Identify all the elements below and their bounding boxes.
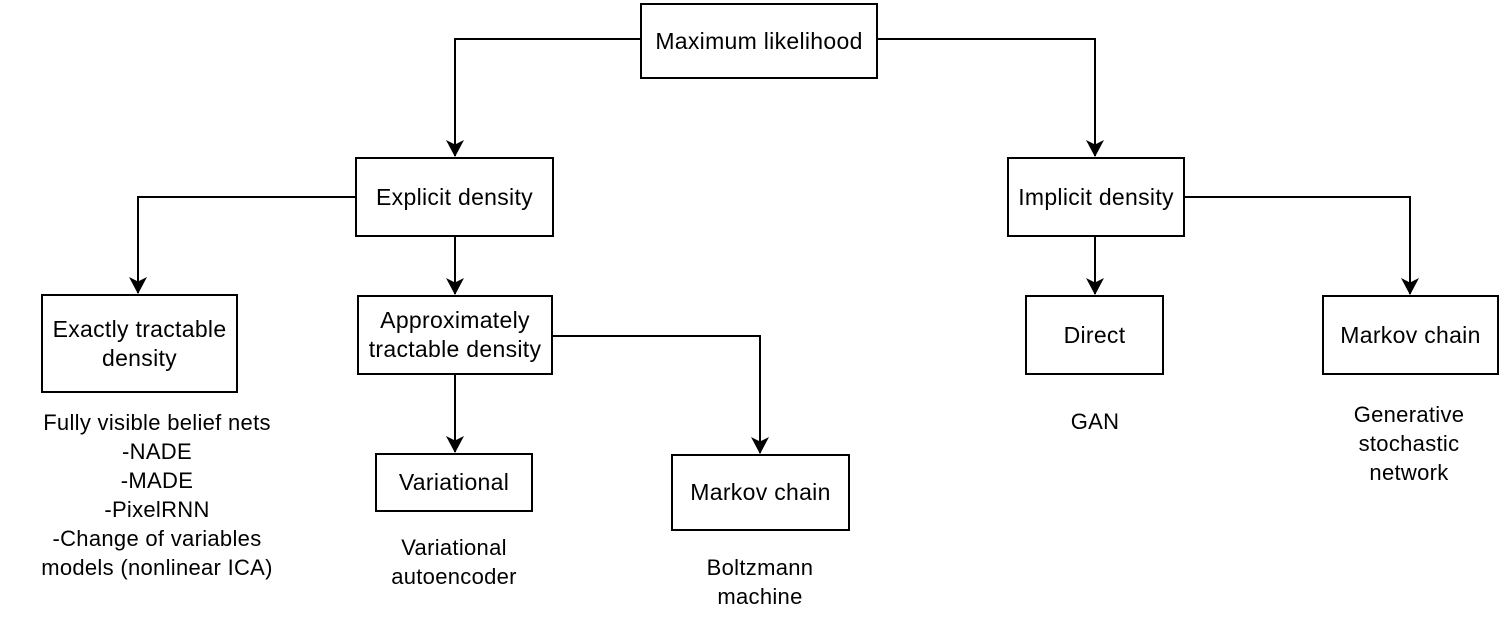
node-markov-chain-middle: Markov chain	[671, 454, 850, 531]
caption-line: stochastic	[1358, 431, 1460, 456]
caption-line: models (nonlinear ICA)	[41, 555, 273, 580]
caption-generative-stochastic-network: Generative stochastic network	[1289, 400, 1500, 487]
caption-gan: GAN	[995, 407, 1195, 436]
caption-line: machine	[717, 584, 803, 609]
caption-line: Variational	[401, 535, 507, 560]
node-maximum-likelihood: Maximum likelihood	[640, 3, 878, 79]
edge-approx-to-markov-chain	[553, 335, 769, 454]
node-markov-chain-right-label: Markov chain	[1340, 321, 1481, 348]
node-variational-label: Variational	[398, 469, 510, 496]
node-exactly-tractable-density: Exactly tractable density	[41, 294, 238, 393]
caption-line: GAN	[1070, 409, 1120, 434]
caption-line: Boltzmann	[706, 555, 814, 580]
node-explicit-density-label: Explicit density	[376, 183, 533, 210]
node-markov-chain-middle-label: Markov chain	[690, 479, 831, 506]
caption-fully-visible-belief-nets: Fully visible belief nets -NADE -MADE -P…	[0, 408, 324, 582]
edge-ml-to-explicit	[446, 38, 640, 157]
caption-line: network	[1369, 460, 1449, 485]
caption-line: Fully visible belief nets	[43, 410, 271, 435]
node-maximum-likelihood-label: Maximum likelihood	[655, 27, 863, 54]
caption-line: -PixelRNN	[104, 497, 210, 522]
caption-variational-autoencoder: Variational autoencoder	[334, 533, 574, 591]
node-direct: Direct	[1025, 295, 1164, 375]
node-exactly-tractable-density-label: Exactly tractable density	[52, 315, 227, 371]
edge-explicit-to-exactly-tractable	[129, 196, 355, 294]
edge-implicit-to-markov-chain	[1185, 196, 1419, 295]
node-explicit-density: Explicit density	[355, 157, 554, 237]
caption-line: Generative	[1353, 402, 1465, 427]
caption-line: -Change of variables	[52, 526, 262, 551]
node-approximately-tractable-density: Approximately tractable density	[357, 295, 553, 375]
node-implicit-density-label: Implicit density	[1018, 183, 1174, 210]
node-approximately-tractable-density-label: Approximately tractable density	[368, 307, 542, 362]
caption-boltzmann-machine: Boltzmann machine	[640, 553, 880, 611]
node-markov-chain-right: Markov chain	[1322, 295, 1499, 375]
caption-line: -NADE	[122, 439, 192, 464]
node-variational: Variational	[375, 453, 533, 512]
caption-line: autoencoder	[391, 564, 517, 589]
node-implicit-density: Implicit density	[1007, 157, 1185, 237]
edge-ml-to-implicit	[878, 38, 1104, 157]
caption-line: -MADE	[120, 468, 194, 493]
node-direct-label: Direct	[1063, 321, 1126, 348]
